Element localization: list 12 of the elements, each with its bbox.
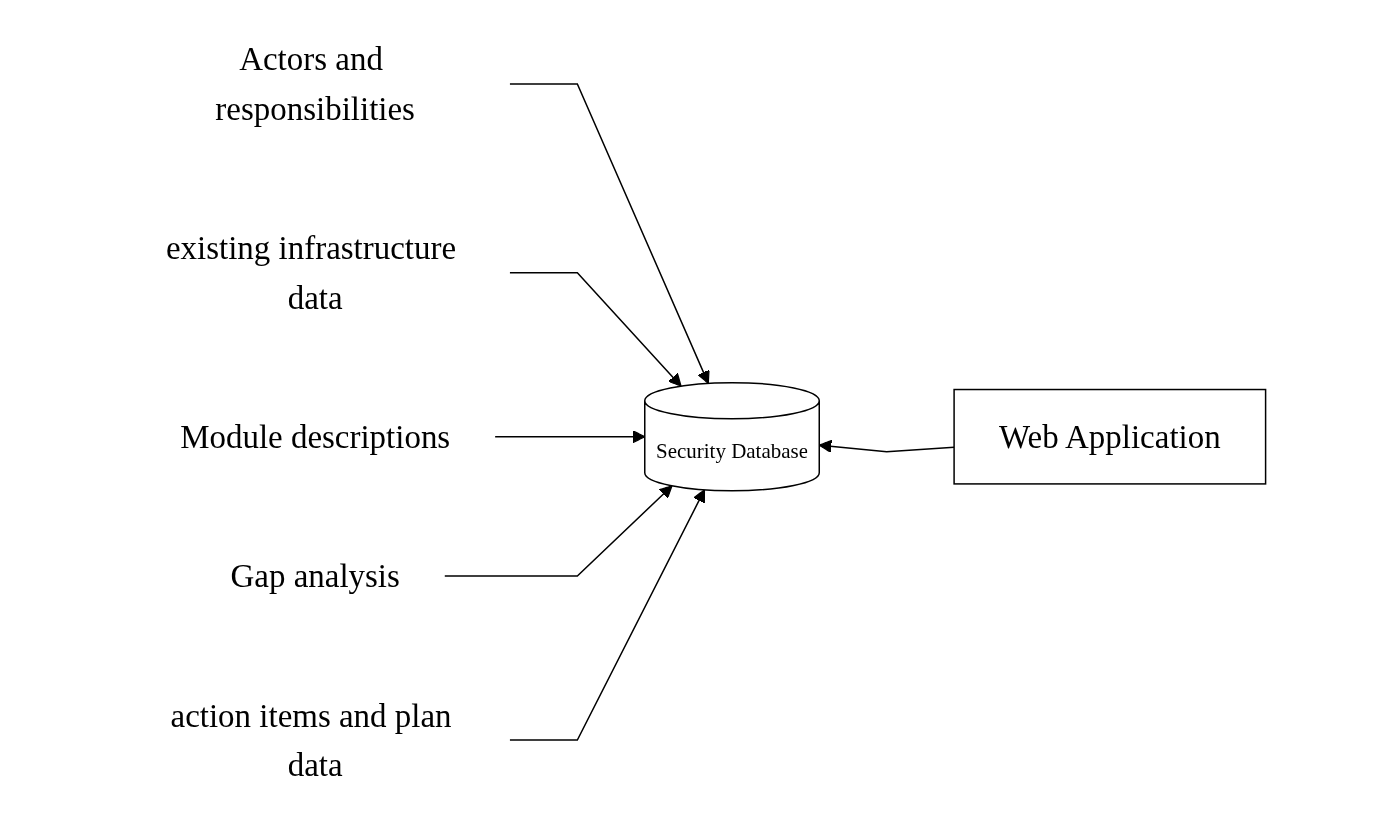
node-text: action items and plan data [170, 696, 452, 784]
arrow [509, 83, 710, 384]
arrow [494, 430, 646, 444]
node-text: existing infrastructure data [165, 229, 457, 317]
arrow [509, 271, 682, 387]
arrow [509, 489, 706, 741]
node-text: Gap analysis [230, 557, 400, 595]
arrow [818, 439, 955, 453]
node-text: Module descriptions [180, 417, 451, 456]
arrow [444, 485, 673, 577]
node-text: Actors and responsibilities [215, 40, 415, 128]
node-box: Web Application [953, 388, 1267, 485]
